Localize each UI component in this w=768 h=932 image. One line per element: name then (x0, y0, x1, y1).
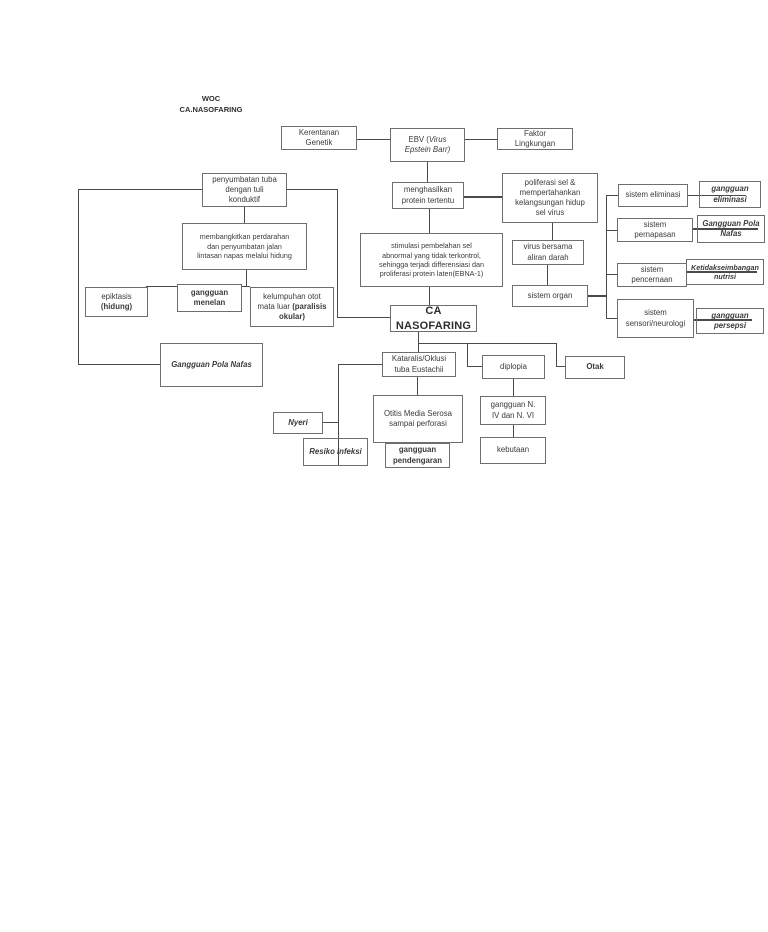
connector-ca-branch-horizontal (418, 343, 557, 344)
node-nyeri: Nyeri (273, 412, 323, 434)
connector-pernapasan-polanafas (693, 228, 758, 230)
connector-nervus-kebutaan (513, 425, 514, 437)
connector-ebv-faktor (465, 139, 497, 140)
node-virus-aliran-darah: virus bersama aliran darah (512, 240, 584, 265)
connector-left-vertical (78, 189, 79, 365)
node-kerentanan-genetik: Kerentanan Genetik (281, 126, 357, 150)
connector-branch-pernapasan (606, 230, 617, 231)
node-membangkitkan: membangkitkan perdarahan dan penyumbatan… (182, 223, 307, 270)
connector-branch-sensori (606, 318, 617, 319)
diagram-title-line2: CA.NASOFARING (179, 104, 243, 114)
connector-eliminasi-gangguaneliminasi (688, 195, 746, 196)
connector-stimulasi-ca (429, 287, 430, 305)
node-stimulasi: stimulasi pembelahan sel abnormal yang t… (360, 233, 503, 287)
node-resiko-infeksi: Resiko Infeksi (303, 438, 368, 466)
node-otitis: Otitis Media Serosa sampai perforasi (373, 395, 463, 443)
connector-pencernaan-nutrisi (687, 271, 757, 273)
node-ketidakseimbangan-nutrisi: Ketidakseimbangan nutrisi (686, 259, 764, 285)
node-gangguan-pola-nafas-kanan: Gangguan Pola Nafas (697, 215, 765, 243)
diagram-title-line1: WOC (201, 94, 221, 103)
node-sistem-pencernaan: sistem pencernaan (617, 263, 687, 287)
connector-menghasilkan-poliferasi (464, 196, 502, 198)
connector-into-diplopia (467, 366, 482, 367)
node-sistem-eliminasi: sistem eliminasi (618, 184, 688, 207)
connector-kataralis-left (338, 364, 382, 365)
node-gangguan-persepsi: gangguan persepsi (696, 308, 764, 334)
diagram-title: WOC CA.NASOFARING (168, 94, 254, 116)
node-epiktasis: epiktasis (hidung) (85, 287, 148, 317)
connector-sensori-persepsi (694, 319, 752, 321)
node-poliferasi-sel: poliferasi sel & mempertahankan kelangsu… (502, 173, 598, 223)
connector-kerentanan-ebv (357, 139, 390, 140)
connector-virusdarah-sistemorgan (547, 265, 548, 285)
node-ebv-italic: Virus Epstein Barr) (404, 134, 451, 154)
connector-nyeri-join (323, 422, 338, 423)
connector-drop-diplopia (467, 343, 468, 367)
node-kataralis: Kataralis/Oklusi tuba Eustachii (382, 352, 456, 377)
node-epiktasis-bold: (hidung) (100, 302, 133, 311)
node-penyumbatan-tuba: penyumbatan tuba dengan tuli konduktif (202, 173, 287, 207)
node-sistem-pernapasan: sistem pernapasan (617, 218, 693, 242)
connector-poliferasi-virusdarah (552, 223, 553, 240)
connector-menghasilkan-stimulasi (429, 209, 430, 233)
connector-sistemorgan-branch (588, 295, 606, 297)
node-menghasilkan-protein: menghasilkan protein tertentu (392, 182, 464, 209)
connector-left-polanafas (78, 364, 160, 365)
node-gangguan-nervus: gangguan N. IV dan N. VI (480, 396, 546, 425)
node-sistem-organ: sistem organ (512, 285, 588, 307)
connector-ca-kataralis (418, 332, 419, 352)
connector-membangkitkan-row (246, 270, 247, 287)
branch-line-vertical (606, 195, 607, 319)
connector-penyumbatan-left (78, 189, 202, 190)
node-gangguan-pola-nafas-kiri: Gangguan Pola Nafas (160, 343, 263, 387)
node-kelumpuhan-bold: (paralisis okular) (278, 301, 327, 322)
connector-penyumbatan-membangkitkan (244, 207, 245, 223)
connector-diplopia-nervus (513, 379, 514, 396)
node-sistem-sensori: sistem sensori/neurologi (617, 299, 694, 338)
node-otak: Otak (565, 356, 625, 379)
connector-drop-otak (556, 343, 557, 367)
node-epiktasis-text: epiktasis (101, 291, 132, 301)
connector-into-otak (556, 366, 565, 367)
node-ca-nasofaring: CA NASOFARING (390, 305, 477, 332)
connector-branch-eliminasi (606, 195, 618, 196)
connector-elbow-ca (337, 317, 390, 318)
node-kebutaan: kebutaan (480, 437, 546, 464)
connector-ebv-menghasilkan (427, 162, 428, 182)
node-diplopia: diplopia (482, 355, 545, 379)
node-faktor-lingkungan: Faktor Lingkungan (497, 128, 573, 150)
node-gangguan-pendengaran: gangguan pendengaran (385, 443, 450, 468)
connector-kataralis-otitis (417, 377, 418, 395)
node-ebv: EBV (Virus Epstein Barr) (390, 128, 465, 162)
node-kelumpuhan-text: kelumpuhan otot mata luar (257, 291, 321, 311)
node-ebv-prefix: EBV ( (408, 134, 429, 144)
node-kelumpuhan: kelumpuhan otot mata luar (paralisis oku… (250, 287, 334, 327)
connector-right-vertical (337, 189, 338, 318)
node-gangguan-eliminasi: gangguan eliminasi (699, 181, 761, 208)
connector-branch-pencernaan (606, 274, 617, 275)
node-gangguan-menelan: gangguan menelan (177, 284, 242, 312)
connector-nyeri-vertical (338, 364, 339, 466)
connector-penyumbatan-right (287, 189, 337, 190)
